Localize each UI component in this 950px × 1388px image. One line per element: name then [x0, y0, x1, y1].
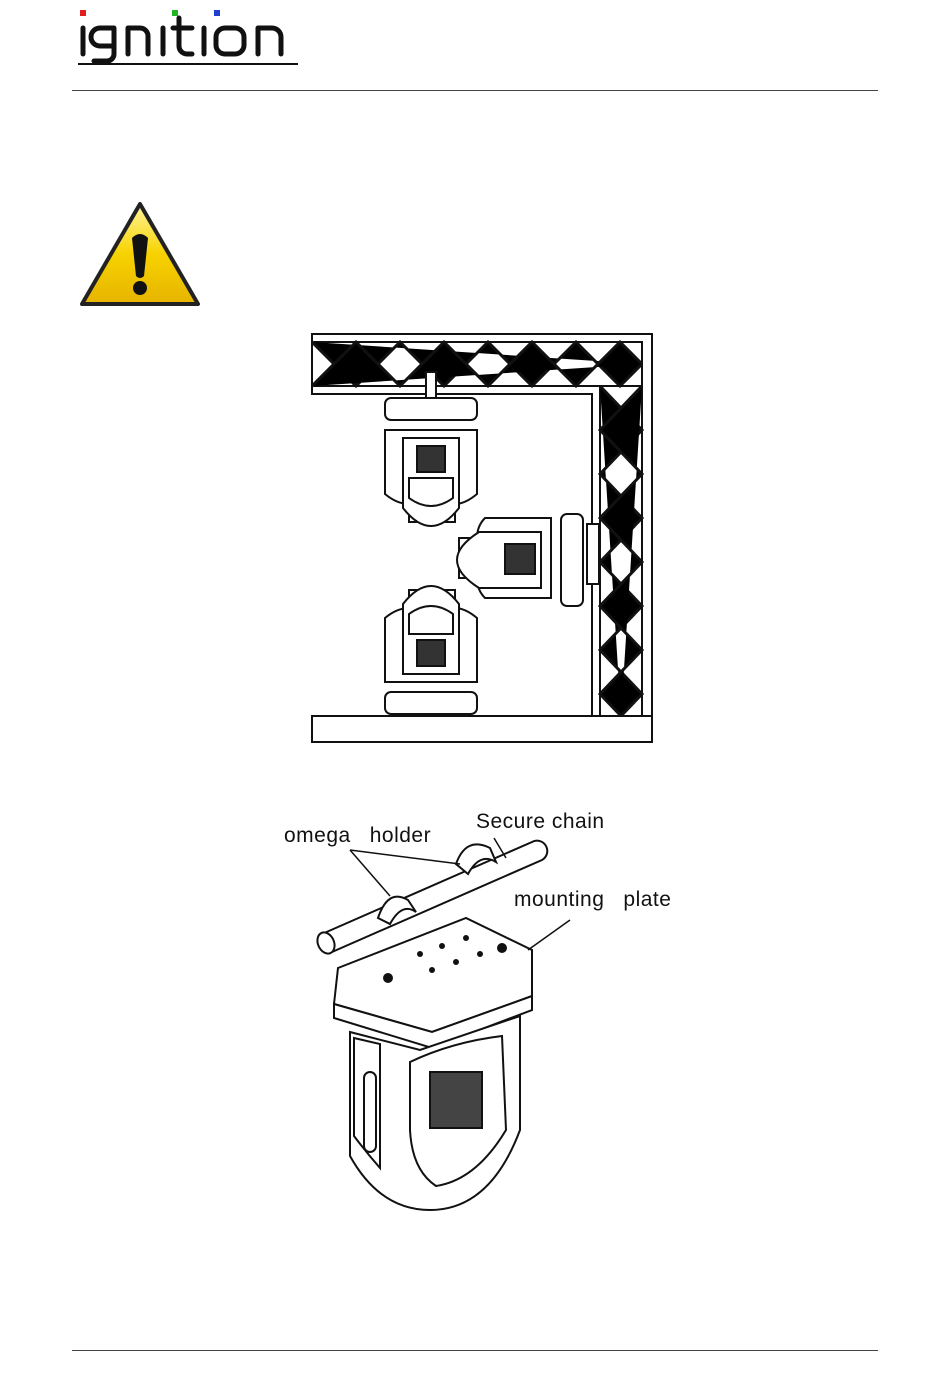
- fixture-bottom: [385, 586, 477, 714]
- footer-rule: [72, 1350, 878, 1351]
- mounting-plate-label: mounting plate: [514, 888, 671, 912]
- warning-triangle-icon: [78, 200, 202, 310]
- logo-dot-green: [172, 10, 178, 16]
- mounting-diagram: [270, 800, 700, 1220]
- truss-installation-diagram: [305, 328, 657, 748]
- logo-dot-blue: [214, 10, 220, 16]
- omega-holder-label: omega holder: [284, 824, 431, 848]
- fixture-top: [385, 372, 477, 526]
- logo-dot-red: [80, 10, 86, 16]
- header-rule: [72, 90, 878, 91]
- fixture-side: [457, 514, 599, 606]
- secure-chain-label: Secure chain: [476, 810, 605, 834]
- ignition-logo: ignition: [78, 6, 308, 68]
